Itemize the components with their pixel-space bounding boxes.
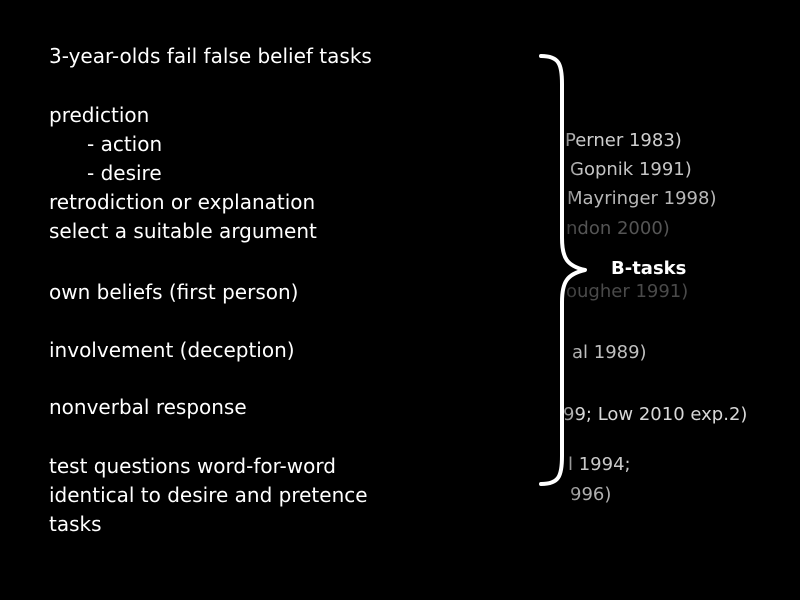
citation-8: l 1994; xyxy=(568,454,631,475)
item-action: - action xyxy=(87,132,163,156)
citation-2: Gopnik 1991) xyxy=(570,159,692,180)
citation-5: ougher 1991) xyxy=(566,281,689,302)
item-own-beliefs: own beliefs (first person) xyxy=(49,280,299,304)
item-involvement: involvement (deception) xyxy=(49,338,295,362)
item-desire: - desire xyxy=(87,161,162,185)
item-tasks: tasks xyxy=(49,512,102,536)
citation-3: Mayringer 1998) xyxy=(567,188,717,209)
citation-9: 996) xyxy=(570,484,612,505)
item-select-argument: select a suitable argument xyxy=(49,219,317,243)
item-identical: identical to desire and pretence xyxy=(49,483,368,507)
citation-7: 99; Low 2010 exp.2) xyxy=(563,404,748,425)
brace-label: B-tasks xyxy=(611,258,687,279)
item-nonverbal: nonverbal response xyxy=(49,395,247,419)
citation-6: al 1989) xyxy=(572,342,647,363)
item-prediction: prediction xyxy=(49,103,150,127)
item-test-questions: test questions word-for-word xyxy=(49,454,336,478)
item-retrodiction: retrodiction or explanation xyxy=(49,190,316,214)
curly-brace-icon xyxy=(539,54,587,486)
citation-1: Perner 1983) xyxy=(565,130,682,151)
heading-line: 3-year-olds fail false belief tasks xyxy=(49,44,372,68)
citation-4: ndon 2000) xyxy=(566,218,670,239)
